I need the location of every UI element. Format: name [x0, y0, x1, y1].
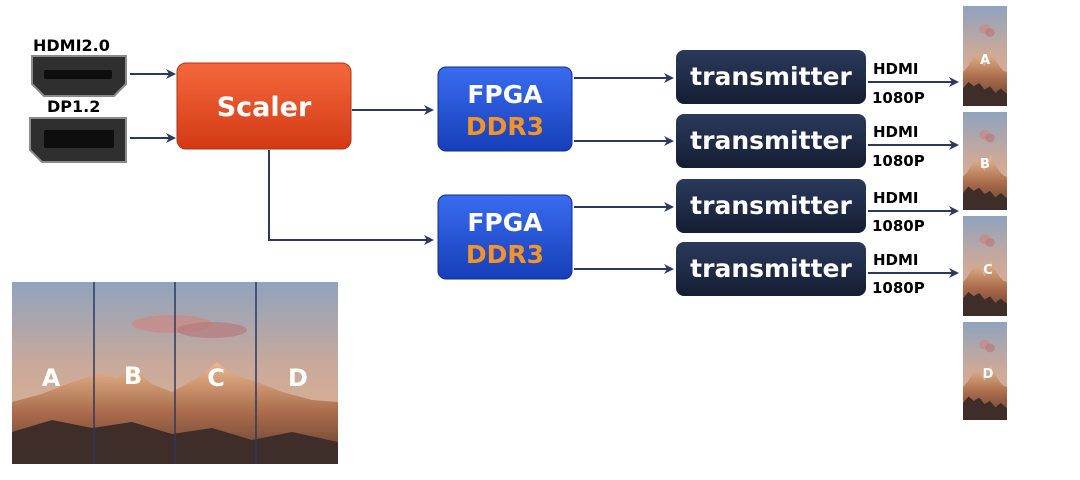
display-label: A	[980, 53, 990, 68]
ddr3-label: DDR3	[466, 240, 544, 269]
wall-segment-label: B	[124, 362, 142, 390]
transmitter-label: transmitter	[690, 62, 852, 91]
output-port-label: HDMI	[873, 60, 919, 78]
output-resolution-label: 1080P	[872, 152, 925, 170]
scaler-block: Scaler	[176, 62, 352, 150]
output-display-b: B	[963, 112, 1007, 210]
signal-arrows	[130, 69, 959, 278]
hdmi-input-label: HDMI2.0	[33, 36, 110, 55]
display-label: C	[983, 263, 993, 278]
wall-segment-label: C	[207, 364, 225, 392]
output-display-a: A	[963, 6, 1007, 106]
transmitter-block-1: transmitter	[676, 50, 866, 104]
display-label: B	[980, 157, 990, 172]
transmitter-label: transmitter	[690, 191, 852, 220]
output-port-label: HDMI	[873, 251, 919, 269]
transmitter-block-2: transmitter	[676, 114, 866, 168]
hdmi-connector-icon	[31, 55, 127, 97]
output-resolution-label: 1080P	[872, 279, 925, 297]
wall-segment-label: D	[288, 364, 308, 392]
output-port-label: HDMI	[873, 123, 919, 141]
fpga-label: FPGA	[467, 208, 543, 237]
fpga-block-1: FPGA DDR3	[437, 66, 573, 152]
output-port-label: HDMI	[873, 189, 919, 207]
display-label: D	[983, 367, 994, 382]
transmitter-label: transmitter	[690, 254, 852, 283]
ddr3-label: DDR3	[466, 112, 544, 141]
dp-input-label: DP1.2	[47, 97, 100, 116]
displayport-connector-icon	[29, 117, 127, 163]
output-labels: HDMI 1080P HDMI 1080P HDMI 1080P HDMI 10…	[872, 60, 925, 297]
fpga-label: FPGA	[467, 80, 543, 109]
transmitter-block-4: transmitter	[676, 242, 866, 296]
wall-segment-label: A	[42, 364, 61, 392]
transmitter-block-3: transmitter	[676, 179, 866, 233]
output-display-d: D	[963, 322, 1007, 420]
output-resolution-label: 1080P	[872, 217, 925, 235]
transmitter-label: transmitter	[690, 126, 852, 155]
output-display-c: C	[963, 216, 1007, 316]
video-wall-preview: A B C D	[12, 282, 338, 464]
output-resolution-label: 1080P	[872, 89, 925, 107]
fpga-block-2: FPGA DDR3	[437, 194, 573, 280]
arrow-scaler-to-fpga-2	[268, 150, 434, 245]
scaler-label: Scaler	[217, 92, 312, 123]
